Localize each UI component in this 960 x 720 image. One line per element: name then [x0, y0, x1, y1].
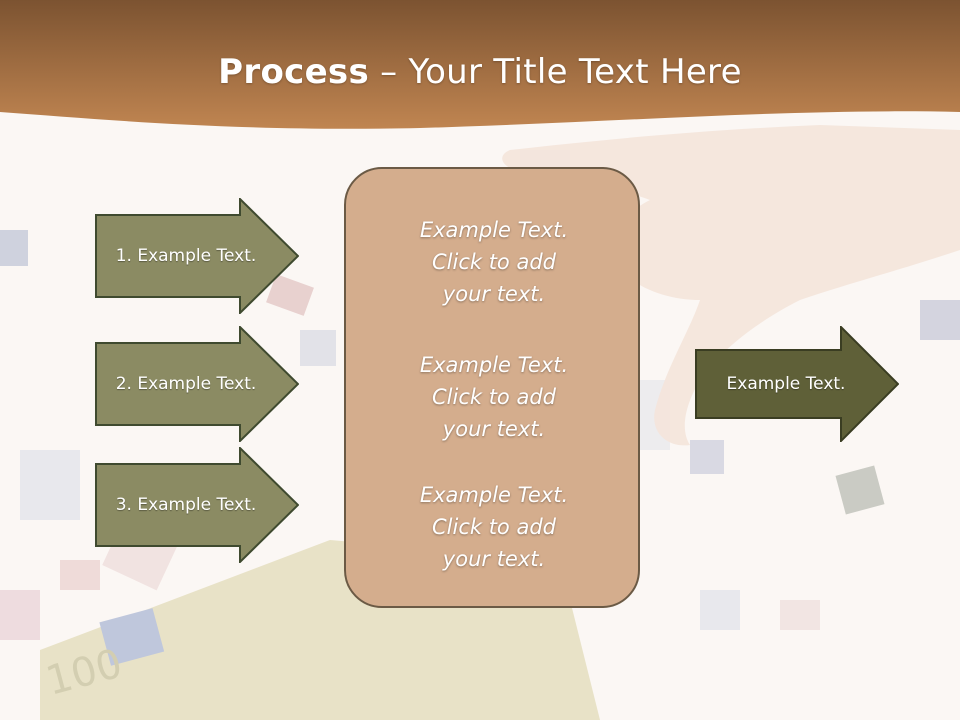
arrow-shape-icon	[95, 447, 299, 563]
center-line: Click to add	[431, 385, 556, 409]
center-line: your text.	[442, 547, 546, 571]
center-block-2: Example Text. Click to add your text.	[346, 349, 642, 445]
step-arrow-1[interactable]: 1. Example Text.	[95, 198, 299, 314]
step-arrow-2[interactable]: 2. Example Text.	[95, 326, 299, 442]
step-arrow-3[interactable]: 3. Example Text.	[95, 447, 299, 563]
center-line: Click to add	[431, 250, 556, 274]
center-block-3: Example Text. Click to add your text.	[346, 479, 642, 575]
center-line: your text.	[442, 417, 546, 441]
center-line: your text.	[442, 282, 546, 306]
output-label: Example Text.	[726, 374, 846, 394]
center-line: Example Text.	[419, 218, 569, 242]
arrow-shape-icon	[95, 198, 299, 314]
title-rest: – Your Title Text Here	[369, 52, 742, 92]
center-line: Example Text.	[419, 483, 569, 507]
header-band	[0, 0, 960, 129]
center-line: Click to add	[431, 515, 556, 539]
center-text-box[interactable]: Example Text. Click to add your text. Ex…	[344, 167, 640, 608]
title-bold: Process	[218, 52, 370, 92]
slide-title: Process – Your Title Text Here	[0, 52, 960, 92]
step-label-2: 2. Example Text.	[115, 374, 257, 394]
step-label-3: 3. Example Text.	[115, 495, 257, 515]
arrow-shape-icon	[95, 326, 299, 442]
step-label-1: 1. Example Text.	[115, 246, 257, 266]
center-line: Example Text.	[419, 353, 569, 377]
output-arrow[interactable]: Example Text.	[695, 326, 899, 442]
arrow-shape-icon	[695, 326, 899, 442]
center-block-1: Example Text. Click to add your text.	[346, 214, 642, 310]
